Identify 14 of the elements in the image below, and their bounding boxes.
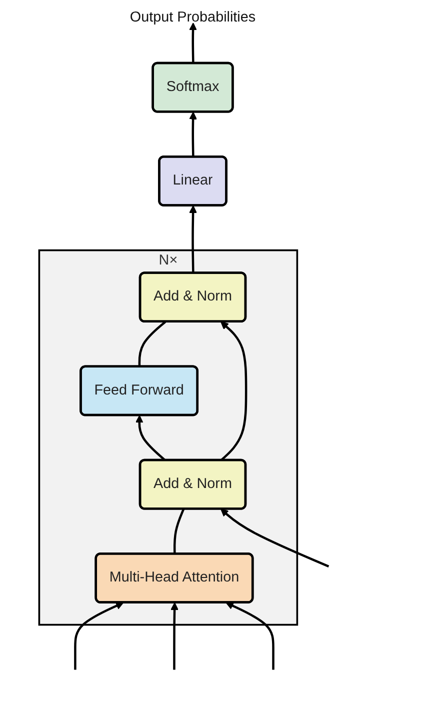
connector [172, 508, 184, 554]
arrow [220, 508, 329, 568]
node-text: Output Probabilities [129, 10, 256, 26]
cluster [38, 249, 298, 626]
connector [138, 320, 166, 367]
arrow [225, 602, 274, 670]
arrow [188, 112, 197, 158]
node-label: N× [158, 252, 178, 268]
arrow [134, 415, 166, 462]
arrow [188, 22, 196, 64]
arrow [220, 321, 247, 462]
arrow [188, 205, 197, 274]
arrow [74, 602, 124, 670]
arrow [170, 602, 178, 670]
